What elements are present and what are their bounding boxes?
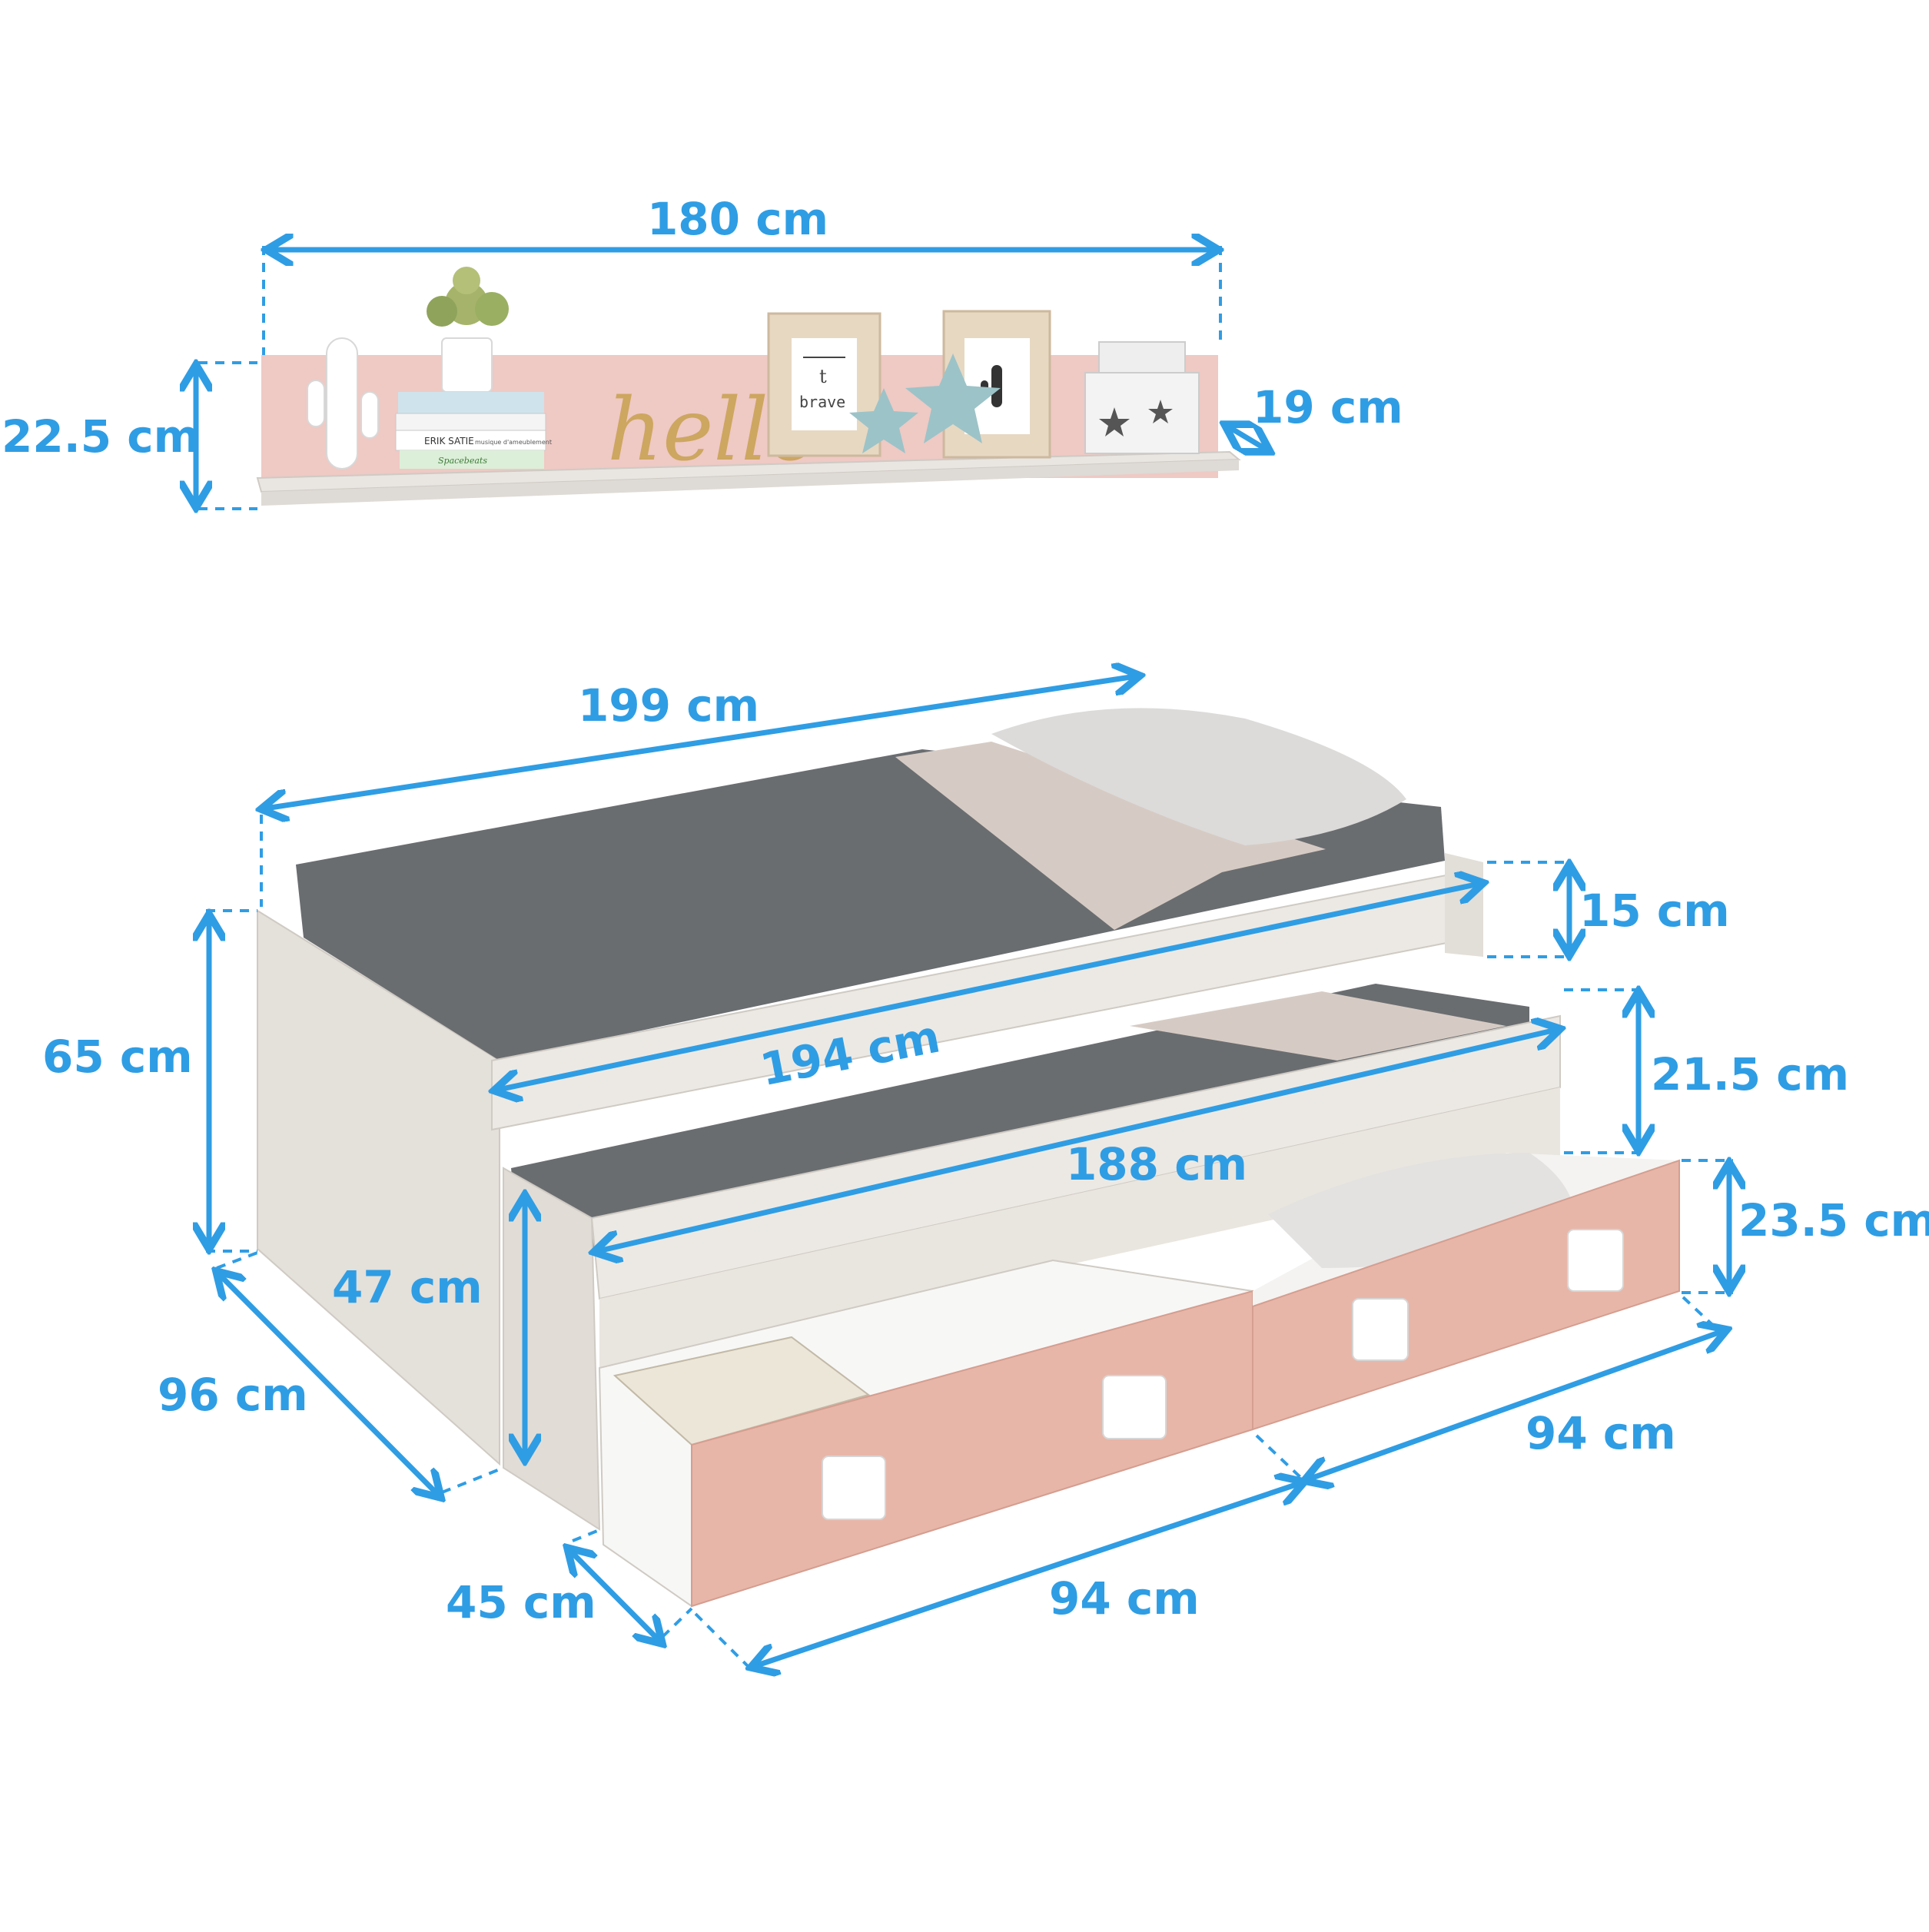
left-drawer-handle-b[interactable]	[1102, 1375, 1167, 1439]
left-drawer-width-line	[755, 1483, 1300, 1666]
shelf-depth-label: 19 cm	[1253, 381, 1403, 433]
left-drawer-handle-a[interactable]	[822, 1456, 886, 1520]
left-drawer-width-label: 94 cm	[1049, 1572, 1200, 1625]
mattress-top-height-label: 15 cm	[1579, 885, 1730, 937]
wall-shelf: ERIK SATIE musique d'ameublement Spacebe…	[2, 193, 1403, 509]
bed-depth-line	[219, 1274, 438, 1495]
potted-plant	[427, 267, 509, 393]
frame-word: brave	[799, 393, 845, 411]
book-subtitle: musique d'ameublement	[475, 439, 552, 446]
book-title: ERIK SATIE	[424, 436, 474, 446]
trundle-height-label: 21.5 cm	[1651, 1048, 1849, 1100]
photo-frame-brave: t brave	[767, 312, 881, 457]
left-drawer-books	[613, 1336, 871, 1446]
cactus-figurine	[307, 337, 379, 470]
right-drawer-handle-a[interactable]	[1352, 1298, 1409, 1361]
right-drawer-width-line	[1308, 1331, 1723, 1479]
trundle-side-panel	[503, 1167, 601, 1531]
trundle-bed: 199 cm 65 cm 15 cm 194 cm 21.5 cm 188 cm…	[42, 676, 1929, 1668]
shelf-board-front	[261, 460, 1239, 506]
frame-letter: t	[819, 366, 827, 387]
trundle-total-label: 47 cm	[332, 1261, 483, 1313]
bed-length-label: 199 cm	[578, 679, 759, 732]
right-drawer-handle-b[interactable]	[1567, 1229, 1624, 1292]
bed-length-line	[265, 676, 1136, 808]
bed-depth-label: 96 cm	[158, 1369, 308, 1421]
star-decor-small	[849, 388, 918, 453]
bed-end-panel	[1445, 853, 1483, 957]
book-stack: ERIK SATIE musique d'ameublement Spacebe…	[395, 392, 552, 469]
book-two-title: Spacebeats	[438, 456, 487, 466]
right-drawer-width-label: 94 cm	[1526, 1407, 1676, 1459]
shelf-depth-line	[1228, 427, 1267, 450]
drawer-height-label: 23.5 cm	[1738, 1194, 1929, 1247]
drawer-depth-label: 45 cm	[446, 1576, 596, 1628]
shelf-width-label: 180 cm	[647, 193, 828, 245]
bed-height-label: 65 cm	[42, 1031, 193, 1083]
trundle-length-label: 188 cm	[1066, 1138, 1247, 1190]
drawer-depth-line	[570, 1551, 659, 1641]
shelf-height-label: 22.5 cm	[2, 410, 200, 463]
photo-frame-cactus	[942, 310, 1051, 459]
gift-boxes	[1084, 341, 1200, 454]
star-decor-large	[905, 354, 1001, 443]
trundle-length-line	[598, 1030, 1556, 1251]
